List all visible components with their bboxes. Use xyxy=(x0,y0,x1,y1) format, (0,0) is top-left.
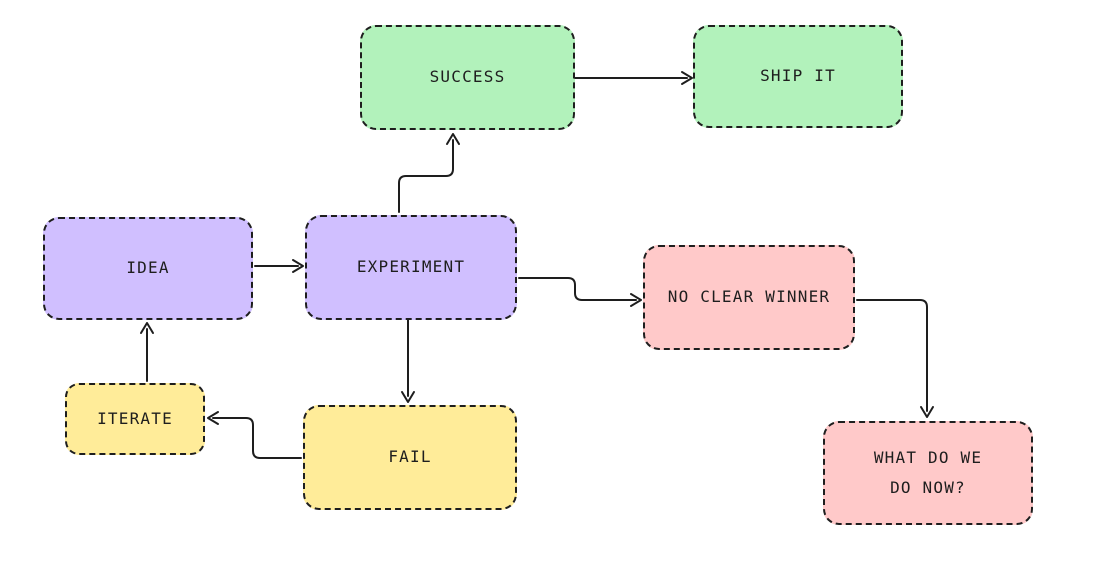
arrow-fail-to-iterate xyxy=(207,411,302,459)
node-fail-label: FAIL xyxy=(388,447,432,467)
node-what-do-we-do-now-label: WHAT DO WE DO NOW? xyxy=(873,447,983,497)
arrow-idea-to-experiment xyxy=(254,259,304,273)
node-iterate[interactable]: ITERATE xyxy=(65,383,205,455)
arrow-experiment-to-fail xyxy=(401,319,415,403)
node-no-clear-winner-label: NO CLEAR WINNER xyxy=(667,287,831,307)
node-success[interactable]: SUCCESS xyxy=(360,25,575,130)
arrow-experiment-to-no-clear-winner xyxy=(518,277,642,307)
arrow-experiment-to-success xyxy=(398,133,460,213)
node-experiment[interactable]: EXPERIMENT xyxy=(305,215,517,320)
node-no-clear-winner[interactable]: NO CLEAR WINNER xyxy=(643,245,855,350)
arrow-iterate-to-idea xyxy=(140,322,154,382)
node-fail[interactable]: FAIL xyxy=(303,405,517,510)
arrow-success-to-ship-it xyxy=(574,71,693,85)
arrow-no-clear-winner-to-what-do-we-do-now xyxy=(856,299,934,418)
node-experiment-label: EXPERIMENT xyxy=(356,257,466,277)
node-idea[interactable]: IDEA xyxy=(43,217,253,320)
node-ship-it-label: SHIP IT xyxy=(760,66,836,86)
node-iterate-label: ITERATE xyxy=(97,408,173,428)
node-success-label: SUCCESS xyxy=(429,67,506,87)
node-ship-it[interactable]: SHIP IT xyxy=(693,25,903,128)
node-what-do-we-do-now[interactable]: WHAT DO WE DO NOW? xyxy=(823,421,1033,525)
node-idea-label: IDEA xyxy=(126,258,170,278)
